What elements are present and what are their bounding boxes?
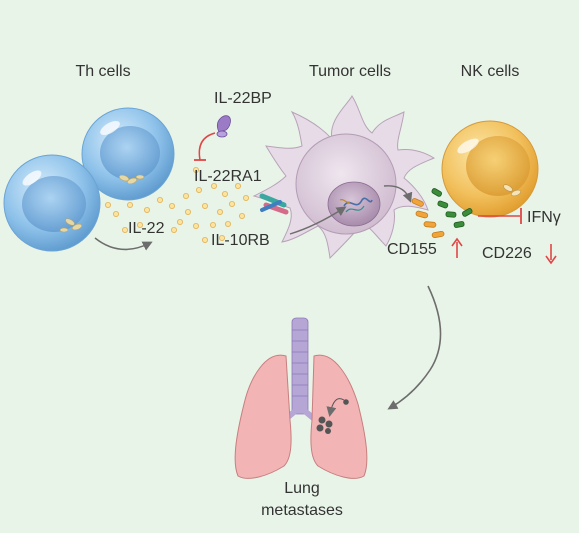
- il10rb-label: IL-10RB: [211, 232, 270, 249]
- il22-receptor-complex: [259, 193, 289, 215]
- tumor-to-nk-arrow: [383, 185, 413, 203]
- metastases-label: metastases: [261, 502, 343, 519]
- il22ra1-label: IL-22RA1: [194, 168, 262, 185]
- metastasis-spread-arrow: [326, 398, 345, 417]
- left-lung: [234, 354, 292, 479]
- th-secretion-arrow: [94, 237, 153, 251]
- il22bp-molecule-icon: [216, 115, 231, 138]
- metastasis-cluster-icon: [316, 399, 349, 434]
- il22bp-label: IL-22BP: [214, 90, 272, 107]
- il22-label: IL-22: [128, 220, 165, 237]
- il22bp-inhibition: [198, 132, 216, 161]
- th-cell-back: [81, 107, 175, 201]
- lung-label: Lung: [284, 480, 320, 497]
- tumor-cells-label: Tumor cells: [309, 63, 391, 80]
- cd155-ligands: [411, 198, 445, 239]
- metastasis-arrow: [387, 285, 442, 410]
- ifng-label: IFNγ: [527, 209, 561, 226]
- th-cell-front: [3, 154, 101, 252]
- tumor-cell: [252, 95, 436, 260]
- nk-cells-label: NK cells: [461, 63, 520, 80]
- right-lung: [310, 354, 368, 479]
- th-cells-label: Th cells: [75, 63, 130, 80]
- cd226-label: CD226: [482, 245, 532, 262]
- il22-cytokine-dots: [105, 166, 249, 243]
- cd155-up-arrow-icon: [451, 237, 463, 258]
- cd226-receptors: [431, 188, 473, 228]
- cd226-down-arrow-icon: [545, 244, 557, 265]
- lungs-illustration: [234, 317, 368, 479]
- cd155-label: CD155: [387, 241, 437, 258]
- tumor-internal-arrow: [289, 206, 347, 235]
- nk-cell: [441, 120, 539, 218]
